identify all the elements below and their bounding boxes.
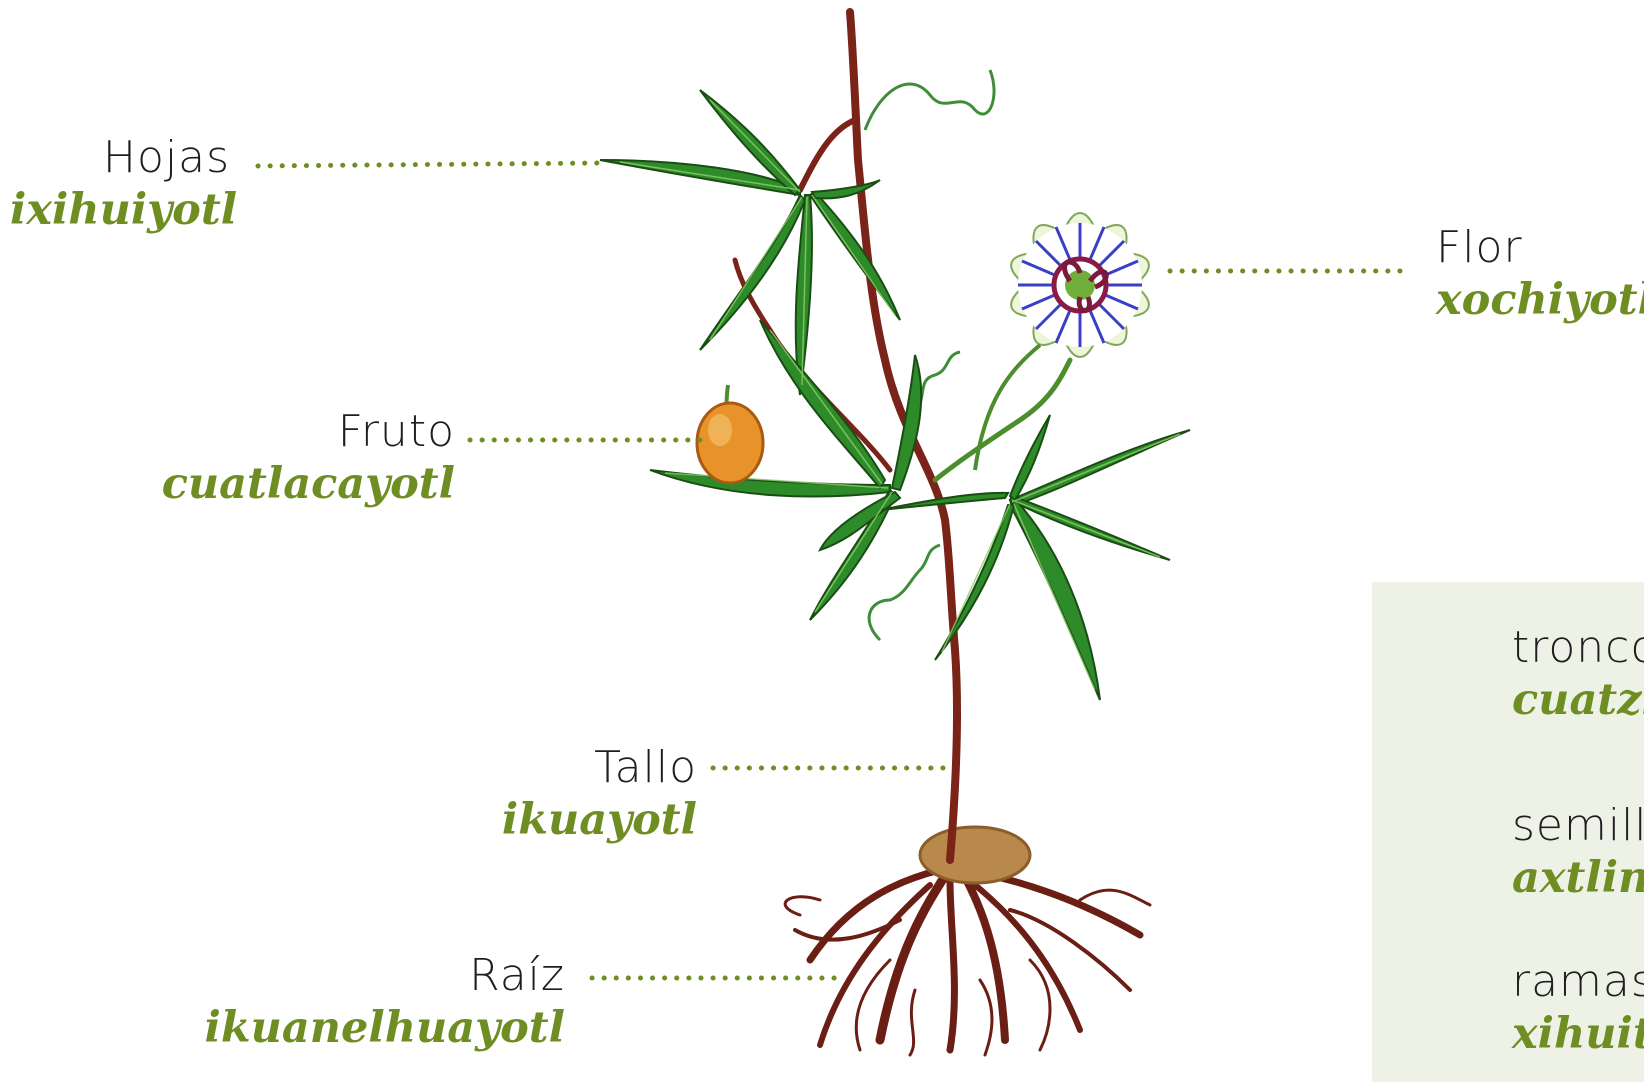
box-item-es: ramas	[1512, 956, 1644, 1008]
box-item-tronco: tronco cuatzi	[1512, 622, 1644, 726]
label-hojas-na: ixihuiyotl	[10, 184, 230, 236]
box-item-es: tronco	[1512, 622, 1644, 674]
box-item-na: cuatzi	[1512, 674, 1644, 726]
label-tallo: Tallo ikuayotl	[460, 742, 697, 846]
label-hojas: Hojas ixihuiyotl	[10, 132, 230, 236]
label-flor-na: xochiyotl	[1436, 274, 1644, 326]
box-item-ramas: ramas xihuit	[1512, 956, 1644, 1060]
label-flor-es: Flor	[1436, 222, 1644, 274]
label-flor: Flor xochiyotl	[1436, 222, 1644, 326]
label-fruto-es: Fruto	[130, 406, 455, 458]
leader-lines	[258, 163, 1410, 978]
label-raiz: Raíz ikuanelhuayotl	[200, 950, 565, 1054]
leaf-veins	[620, 100, 1180, 690]
label-tallo-es: Tallo	[460, 742, 697, 794]
box-item-es: semill	[1512, 800, 1644, 852]
root-tuber	[920, 827, 1030, 883]
passion-flower	[1004, 213, 1156, 358]
label-fruto: Fruto cuatlacayotl	[130, 406, 455, 510]
leader-hojas	[258, 163, 603, 166]
label-raiz-na: ikuanelhuayotl	[200, 1002, 565, 1054]
label-hojas-es: Hojas	[10, 132, 230, 184]
vocabulary-box: tronco cuatzi semill axtlin ramas xihuit	[1372, 582, 1644, 1082]
label-fruto-na: cuatlacayotl	[130, 458, 455, 510]
box-item-na: xihuit	[1512, 1008, 1644, 1060]
box-item-semilla: semill axtlin	[1512, 800, 1644, 904]
label-tallo-na: ikuayotl	[460, 794, 697, 846]
fruit-illustration	[697, 385, 763, 483]
root-system	[785, 860, 1150, 1055]
box-item-na: axtlin	[1512, 852, 1644, 904]
label-raiz-es: Raíz	[200, 950, 565, 1002]
